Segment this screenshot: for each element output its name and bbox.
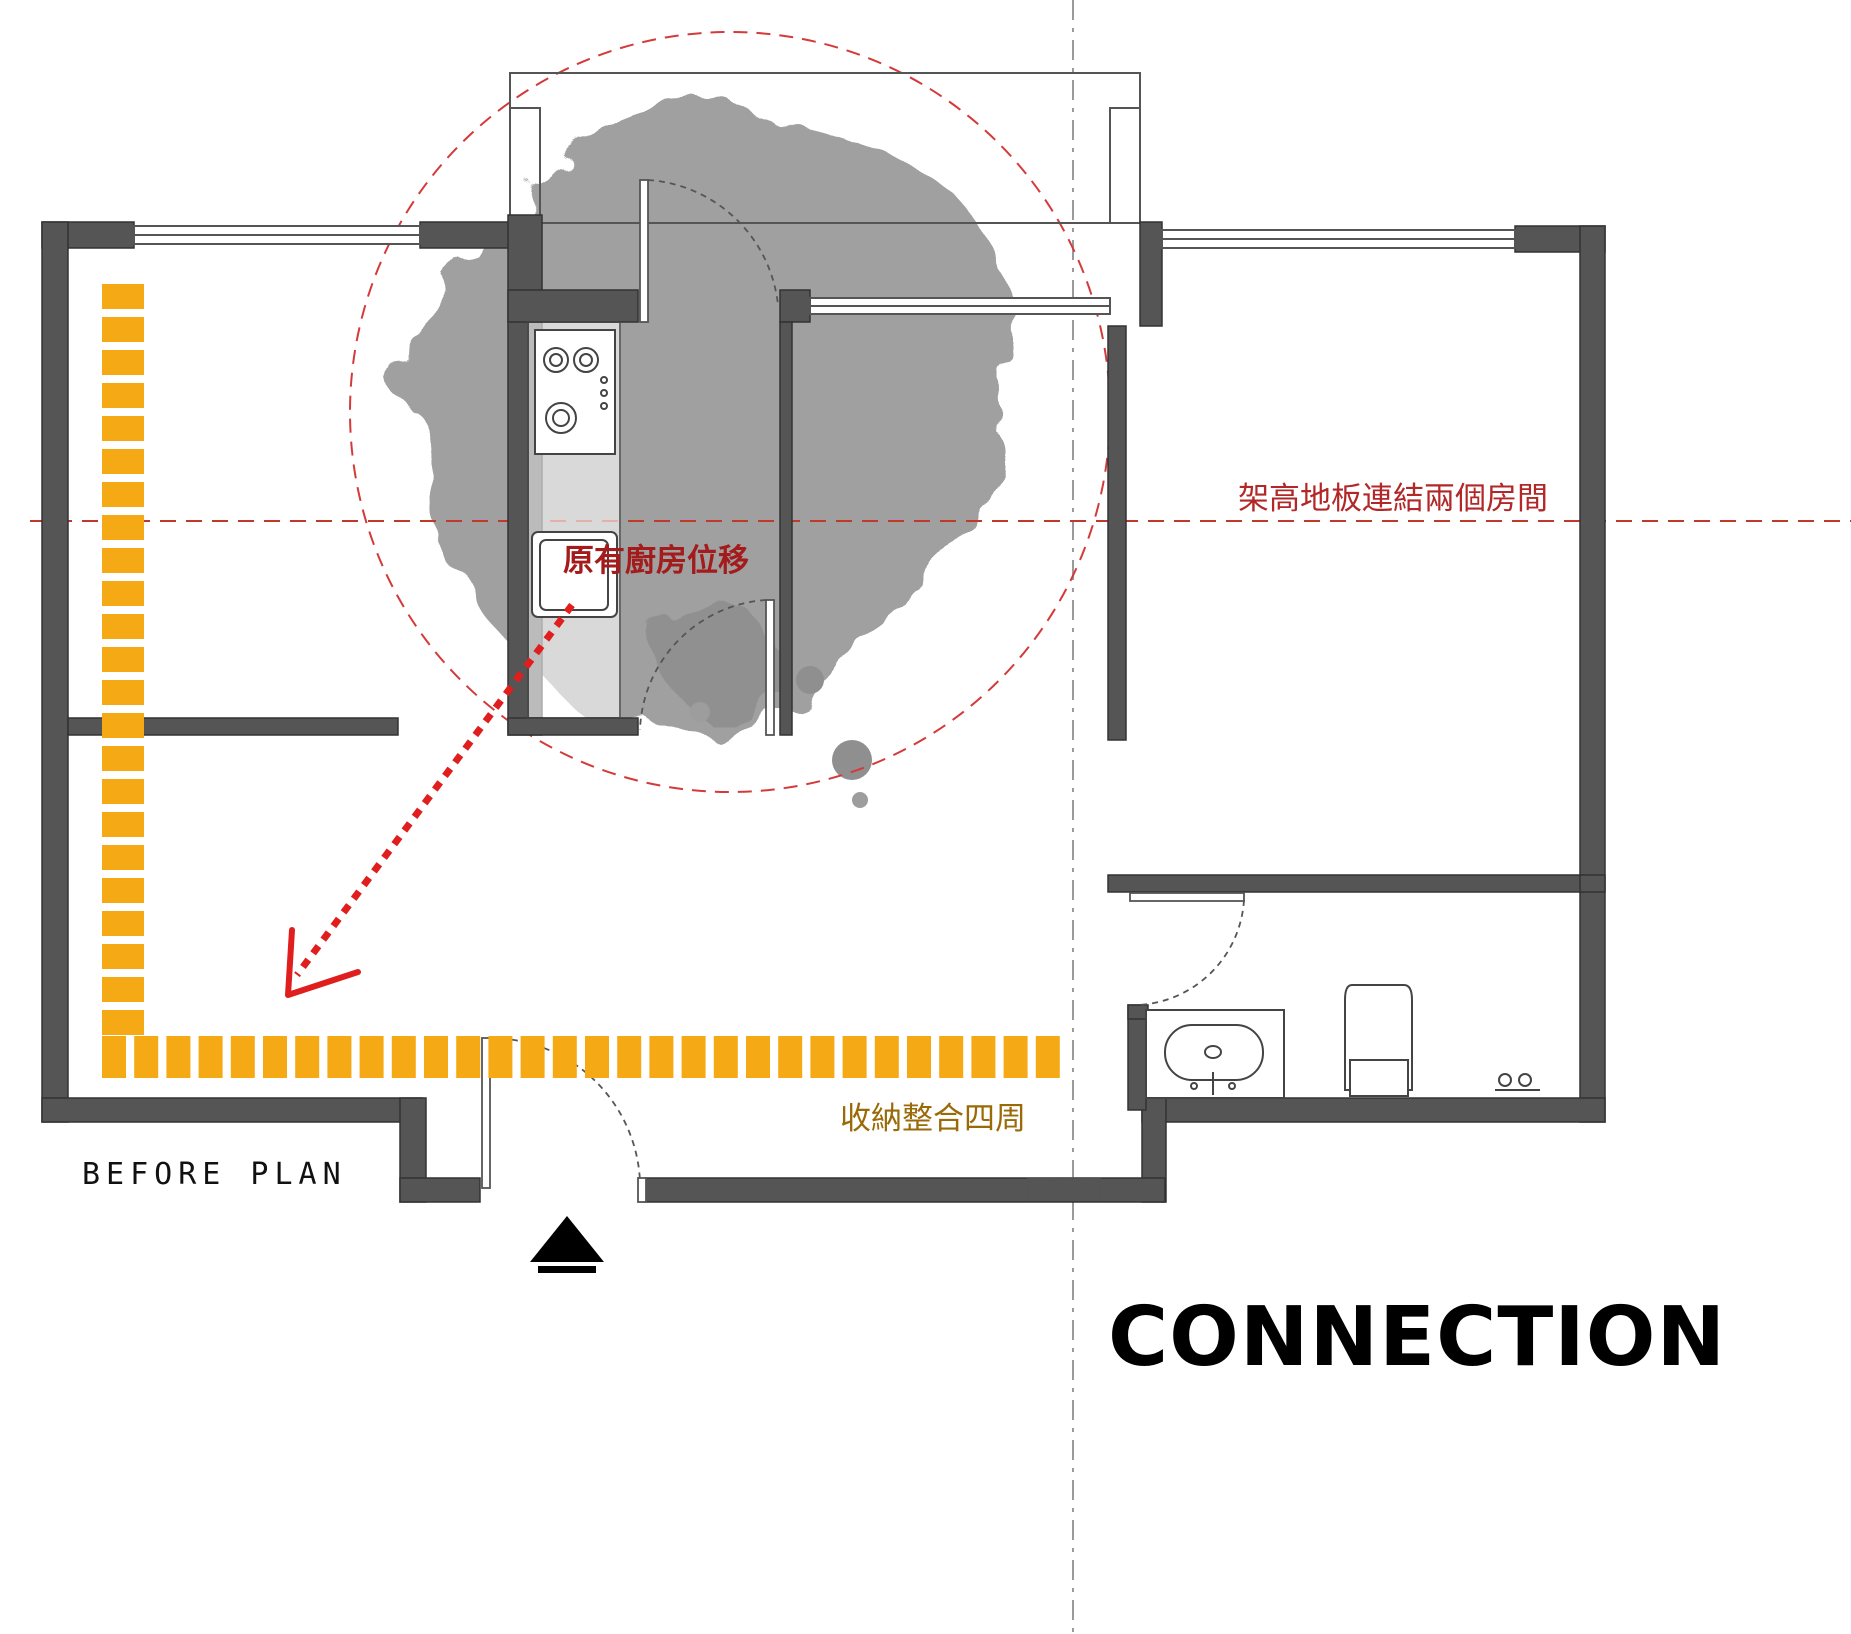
storage-segment	[166, 1036, 191, 1078]
storage-strip-vertical	[102, 284, 144, 1035]
storage-segment	[230, 1036, 255, 1078]
storage-segment	[102, 1010, 144, 1035]
storage-segment	[617, 1036, 642, 1078]
storage-segment	[134, 1036, 159, 1078]
storage-segment	[1003, 1036, 1028, 1078]
storage-segment	[102, 845, 144, 870]
storage-segment	[359, 1036, 384, 1078]
storage-segment	[424, 1036, 448, 1078]
storage-segment	[102, 548, 144, 573]
storage-segment	[102, 713, 144, 738]
storage-segment	[263, 1036, 287, 1078]
storage-segment	[520, 1036, 545, 1078]
storage-segment	[102, 944, 144, 969]
storage-segment	[456, 1036, 481, 1078]
storage-segment	[102, 416, 144, 441]
storage-segment	[102, 581, 144, 606]
storage-segment	[842, 1036, 867, 1078]
kitchen-moved-label: 原有廚房位移	[563, 543, 749, 579]
storage-segment	[102, 515, 144, 540]
storage-segment	[1035, 1036, 1060, 1078]
storage-segment	[102, 977, 144, 1002]
storage-segment	[295, 1036, 320, 1078]
kitchen-counter	[527, 321, 621, 719]
storage-label: 收納整合四周	[840, 1101, 1026, 1137]
storage-segment	[102, 1036, 126, 1078]
storage-segment	[552, 1036, 577, 1078]
storage-segment	[102, 482, 144, 507]
storage-segment	[102, 779, 144, 804]
storage-segment	[585, 1036, 609, 1078]
connection-title: CONNECTION	[1108, 1290, 1727, 1385]
bathroom-fixtures	[1145, 984, 1540, 1099]
ink-stain	[415, 113, 1008, 808]
windows	[133, 225, 1516, 315]
entrance-arrow-icon	[530, 1216, 604, 1273]
storage-segment	[102, 449, 144, 474]
storage-segment	[874, 1036, 899, 1078]
stair-hatch	[1027, 1177, 1101, 1201]
storage-segment	[681, 1036, 706, 1078]
storage-segment	[102, 746, 144, 771]
storage-segment	[102, 383, 144, 408]
storage-segment	[778, 1036, 803, 1078]
storage-segment	[391, 1036, 416, 1078]
before-plan-label: BEFORE PLAN	[82, 1157, 347, 1192]
storage-segment	[713, 1036, 738, 1078]
doors	[481, 179, 1245, 1203]
storage-segment	[102, 647, 144, 672]
storage-segment	[907, 1036, 931, 1078]
storage-segment	[102, 284, 144, 309]
storage-segment	[971, 1036, 996, 1078]
storage-segment	[102, 317, 144, 342]
storage-segment	[810, 1036, 835, 1078]
storage-strip-horizontal	[102, 1036, 1060, 1078]
storage-segment	[649, 1036, 674, 1078]
storage-segment	[102, 911, 144, 936]
storage-segment	[102, 614, 144, 639]
storage-segment	[102, 680, 144, 705]
raised-floor-label: 架高地板連結兩個房間	[1238, 481, 1548, 517]
storage-segment	[746, 1036, 770, 1078]
storage-segment	[198, 1036, 223, 1078]
storage-segment	[102, 812, 144, 837]
move-arrow-icon	[285, 602, 575, 998]
storage-segment	[488, 1036, 513, 1078]
storage-segment	[327, 1036, 352, 1078]
storage-segment	[102, 878, 144, 903]
storage-segment	[102, 350, 144, 375]
storage-segment	[939, 1036, 964, 1078]
walls	[41, 214, 1606, 1203]
